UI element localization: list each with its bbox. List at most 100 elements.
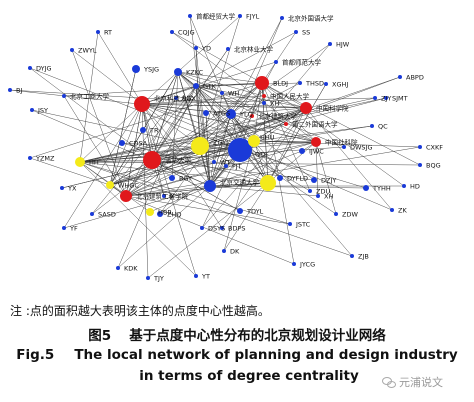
edge-line [125, 195, 291, 225]
edge-line [91, 85, 197, 215]
node-marker [277, 175, 283, 181]
node-marker [174, 68, 182, 76]
edge-line [79, 159, 153, 163]
node-marker [194, 46, 198, 50]
node-label: X [170, 193, 175, 201]
node-label: 第二外国语大学 [292, 120, 338, 129]
node-marker [402, 184, 406, 188]
edge-line [267, 107, 307, 184]
node-label: 北京交通大学 [220, 178, 260, 187]
edge-line [109, 97, 177, 186]
figure-note: 注 :点的面积越大表明该主体的点度中心性越高。 [10, 304, 270, 318]
node-label: ABPD [406, 74, 424, 82]
node-marker [300, 102, 312, 114]
node-label: QC [378, 123, 388, 131]
node-marker [75, 157, 85, 167]
node-marker [228, 138, 252, 162]
edge-line [151, 125, 373, 161]
edge-line [79, 161, 127, 197]
node-label: 北京外国语大学 [288, 14, 334, 23]
edge-line [195, 82, 301, 87]
node-label: BDPS [228, 225, 246, 233]
node-marker [328, 42, 332, 46]
edge-line [261, 31, 297, 84]
edge-line [177, 71, 263, 84]
node-label: XGHJ [332, 81, 348, 89]
edge-line [117, 185, 211, 269]
edge-line [141, 103, 307, 109]
watermark-text: 元浦说文 [399, 376, 443, 389]
edge-line [195, 85, 201, 147]
node-marker [140, 127, 146, 133]
edge-line [79, 161, 421, 166]
node-marker [90, 212, 94, 216]
node-marker [146, 276, 150, 280]
edge-line [79, 97, 387, 163]
edge-line [209, 185, 367, 189]
node-marker [294, 30, 298, 34]
edge-line [79, 140, 255, 163]
node-marker [132, 65, 140, 73]
node-label: TDYL [246, 208, 264, 216]
node-label: FJYL [246, 13, 260, 21]
node-label: DZJY [321, 177, 336, 185]
node-marker [188, 14, 192, 18]
node-label: 北京科技大学 [154, 94, 194, 103]
node-label: SASD [98, 211, 116, 219]
edge-line [261, 82, 295, 265]
node-marker [363, 185, 369, 191]
edge-line [195, 82, 263, 87]
node-label: ZHQ [167, 211, 181, 219]
edge-line [261, 82, 317, 143]
node-marker [157, 211, 163, 217]
node-marker [222, 249, 226, 253]
node-label: RT [104, 29, 112, 37]
node-marker [226, 47, 230, 51]
node-label: HHU [260, 134, 275, 142]
node-marker [260, 175, 276, 191]
node-marker [418, 163, 422, 167]
node-label: TR [149, 127, 159, 135]
edge-line [151, 107, 307, 161]
edge-line [141, 103, 317, 143]
node-label: ZJY [381, 95, 391, 103]
node-marker [262, 101, 266, 105]
edge-line [261, 82, 405, 187]
edge-line [199, 76, 401, 147]
edge-line [230, 107, 307, 115]
edge-line [151, 113, 232, 161]
node-label: HJW [336, 41, 350, 49]
edge-line [195, 85, 211, 187]
node-marker [62, 94, 66, 98]
node-label: ZWYL [78, 47, 97, 55]
edge-line [253, 125, 373, 142]
node-label: TYHH [372, 185, 391, 193]
edge-line [159, 113, 232, 215]
node-label: ZDW [342, 211, 358, 219]
node-label: 首都师范大学 [282, 58, 322, 67]
node-label: HH [89, 159, 99, 167]
node-label: YLQ [239, 111, 253, 119]
node-label: 北京工商大学 [70, 92, 110, 101]
edge-line [201, 107, 307, 229]
edge-line [63, 95, 127, 197]
node-marker [298, 81, 302, 85]
edge-line [253, 140, 353, 257]
edge-line [151, 85, 197, 161]
edge-line [79, 161, 353, 257]
edge-line [141, 103, 165, 197]
node-label: THSD [305, 80, 324, 88]
edge-line [151, 71, 179, 161]
node-marker [96, 30, 100, 34]
edge-line [125, 103, 143, 197]
node-marker [8, 88, 12, 92]
edge-line [261, 82, 269, 184]
node-marker [384, 96, 388, 100]
node-marker [373, 96, 377, 100]
node-label: FJT [232, 163, 242, 171]
edge-line [261, 82, 421, 166]
node-marker [262, 94, 266, 98]
node-marker [342, 145, 346, 149]
node-label: SS [302, 29, 310, 37]
